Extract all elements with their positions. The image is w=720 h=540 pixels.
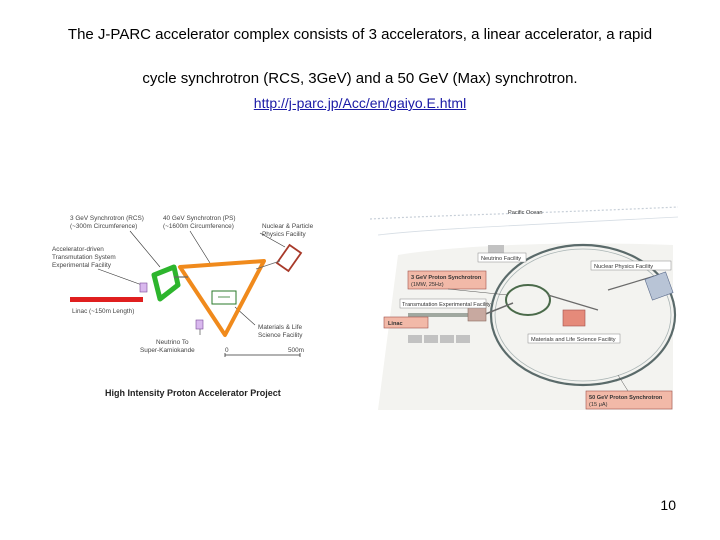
rcs-circumference-label: (~300m Circumference): [70, 223, 137, 230]
mlf-building-map: [562, 309, 586, 327]
pacific-ocean-label: Pacific Ocean: [508, 210, 543, 216]
nuclear-facility-map-label: Nuclear Physics Facility: [594, 264, 653, 270]
nuclear-facility-label-1: Nuclear & Particle: [262, 223, 314, 230]
mr-ring: [178, 259, 266, 337]
neutrino-label-2: Super-Kamiokande: [140, 347, 195, 354]
linac-map: [408, 313, 483, 317]
linac-map-label: Linac: [388, 321, 403, 327]
site-map-svg: Pacific Ocean Neutrino Facility Nuclear …: [368, 195, 680, 415]
rcs-map-label-1: 3 GeV Proton Synchrotron: [411, 275, 482, 281]
linac-label: Linac (~150m Length): [72, 308, 134, 315]
rcs-map-label-2: (1MW, 25Hz): [411, 282, 444, 288]
mr-label: 40 GeV Synchrotron (PS): [163, 215, 235, 222]
site-map: Pacific Ocean Neutrino Facility Nuclear …: [368, 195, 680, 415]
rcs-ring-map: [505, 284, 551, 316]
rcs-label: 3 GeV Synchrotron (RCS): [70, 215, 144, 222]
neutrino-facility: [195, 319, 204, 330]
linac-beam: [70, 297, 143, 302]
transmutation-label: Transmutation Experimental Facility: [402, 302, 491, 308]
scale-500m-label: 500m: [288, 347, 304, 354]
adt-label-3: Experimental Facility: [52, 262, 112, 269]
mr-map-label-2: (15 μA): [589, 402, 608, 408]
schematic-svg: 3 GeV Synchrotron (RCS) (~300m Circumfer…: [52, 215, 314, 398]
neutrino-label-1: Neutrino To: [156, 339, 189, 346]
nuclear-facility-box: [275, 243, 303, 273]
body-text-line-1: The J-PARC accelerator complex consists …: [67, 26, 653, 43]
reference-link[interactable]: http://j-parc.jp/Acc/en/gaiyo.E.html: [253, 95, 467, 111]
rcs-ring: [151, 264, 181, 302]
adt-label-2: Transmutation System: [52, 254, 116, 261]
adt-label-1: Accelerator-driven: [52, 246, 104, 253]
mlf-building: [211, 290, 237, 305]
accelerator-schematic: 3 GeV Synchrotron (RCS) (~300m Circumfer…: [50, 205, 350, 410]
scale-zero-label: 0: [225, 347, 229, 354]
body-text-line-2: cycle synchrotron (RCS, 3GeV) and a 50 G…: [142, 70, 578, 87]
adt-facility: [139, 282, 148, 293]
mr-map-label-1: 50 GeV Proton Synchrotron: [589, 395, 663, 401]
neutrino-facility-label: Neutrino Facility: [481, 256, 521, 262]
page-number: 10: [660, 497, 676, 513]
mlf-label-1: Materials & Life: [258, 324, 302, 331]
schematic-caption: High Intensity Proton Accelerator Projec…: [105, 388, 281, 398]
mlf-label-2: Science Facility: [258, 332, 303, 339]
mr-circumference-label: (~1600m Circumference): [163, 223, 234, 230]
mlf-map-label: Materials and Life Science Facility: [531, 337, 616, 343]
nuclear-facility-label-2: Physics Facility: [262, 231, 306, 238]
mr-ring-map: [489, 243, 677, 387]
